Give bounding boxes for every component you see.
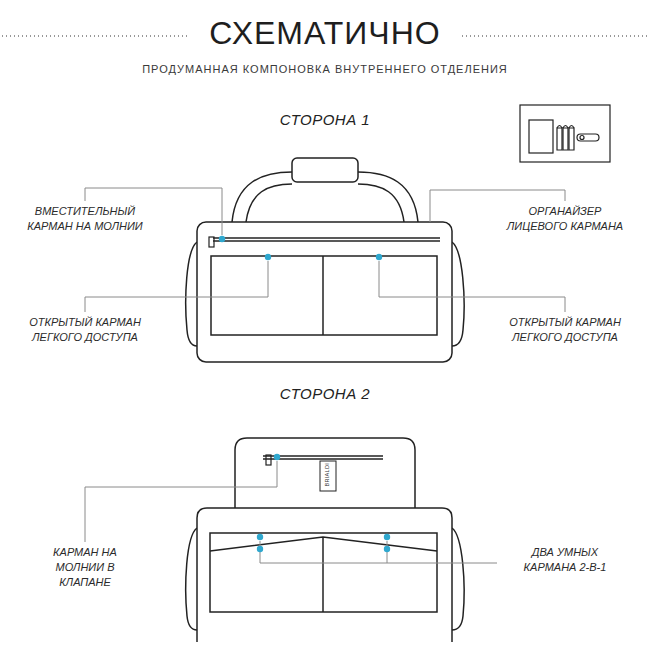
callout-label: ДВА УМНЫХ КАРМАНА 2-В-1 xyxy=(510,545,620,575)
bag-outline xyxy=(452,528,464,630)
bag-outline xyxy=(186,528,197,630)
bag-outline xyxy=(186,242,197,346)
callout-label: ОРГАНАЙЗЕР ЛИЦЕВОГО КАРМАНА xyxy=(506,204,624,234)
bag-outline xyxy=(213,240,440,242)
bag-outline xyxy=(569,128,574,150)
bag-outline xyxy=(274,454,280,460)
bag-outline xyxy=(322,537,324,612)
bag-outline xyxy=(529,120,553,153)
bag-outline xyxy=(384,546,390,552)
bag-side-2 xyxy=(186,438,464,642)
bag-side-1 xyxy=(186,158,464,362)
brand-tag: BRIALDI xyxy=(325,455,331,495)
bag-outline xyxy=(563,128,568,150)
bag-outline xyxy=(209,237,214,247)
bag-outline xyxy=(462,35,648,36)
bag-outline xyxy=(265,254,271,260)
leader-line xyxy=(85,188,565,563)
callout-label: ОТКРЫТЫЙ КАРМАН ЛЕГКОГО ДОСТУПА xyxy=(496,315,634,345)
bag-outline xyxy=(520,105,610,162)
side-heading: СТОРОНА 1 xyxy=(225,110,425,130)
bag-outline xyxy=(263,458,383,460)
bag-outline xyxy=(384,534,390,540)
bag-outline xyxy=(452,242,464,346)
bag-outline xyxy=(197,508,452,642)
bag-outline xyxy=(211,256,437,335)
bag-outline xyxy=(379,261,565,312)
bag-outline xyxy=(322,256,324,335)
bag-outline xyxy=(213,237,440,239)
bag-outline xyxy=(2,35,188,36)
bag-outline xyxy=(557,128,562,150)
bag-outline xyxy=(260,541,497,563)
bag-outline xyxy=(210,537,437,551)
bag-outline xyxy=(210,533,437,612)
bag-outline xyxy=(557,126,574,129)
bag-outline xyxy=(246,184,292,222)
bag-outline xyxy=(232,172,292,222)
bag-outline xyxy=(257,534,263,540)
callout-label: ОТКРЫТЫЙ КАРМАН ЛЕГКОГО ДОСТУПА xyxy=(16,315,154,345)
bag-outline xyxy=(85,461,277,542)
bag-outline xyxy=(219,236,225,242)
side-heading: СТОРОНА 2 xyxy=(225,384,425,404)
bag-outline xyxy=(263,455,383,457)
bag-outline xyxy=(358,172,418,222)
organizer-icon xyxy=(520,105,610,162)
bag-outline xyxy=(376,254,382,260)
bag-outline xyxy=(85,261,268,312)
bag-outline xyxy=(292,158,358,182)
callout-label: КАРМАН НА МОЛНИИ В КЛАПАНЕ xyxy=(30,545,140,590)
callout-label: ВМЕСТИТЕЛЬНЫЙ КАРМАН НА МОЛНИИ xyxy=(26,204,144,234)
bag-outline xyxy=(266,455,271,465)
subtitle: ПРОДУМАННАЯ КОМПОНОВКА ВНУТРЕННЕГО ОТДЕЛ… xyxy=(45,62,605,77)
bag-outline xyxy=(577,134,599,141)
bag-outline xyxy=(257,546,263,552)
bag-outline xyxy=(197,222,452,362)
page-title: СХЕМАТИЧНО xyxy=(175,14,475,52)
bag-outline xyxy=(358,184,404,222)
bag-outline xyxy=(580,136,584,140)
